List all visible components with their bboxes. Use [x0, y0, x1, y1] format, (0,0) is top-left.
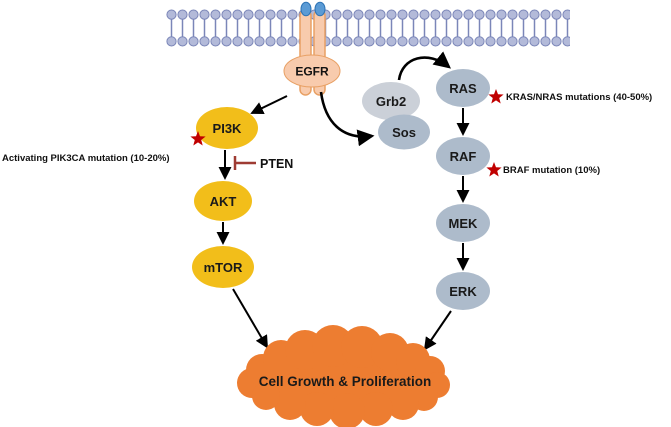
mek-label: MEK [449, 216, 479, 231]
pten-inhibition: PTEN [233, 156, 293, 171]
grb2-label: Grb2 [376, 94, 406, 109]
receptor-label: EGFR [295, 65, 329, 79]
pi3k-ellipse [196, 107, 258, 149]
node-erk: ERK [436, 272, 490, 310]
pten-label: PTEN [260, 157, 293, 171]
egfr-receptor: EGFR [283, 1, 341, 96]
node-mtor: mTOR [192, 246, 254, 288]
ras-ellipse [436, 69, 490, 107]
node-raf: RAF [436, 137, 490, 175]
cell-membrane [166, 9, 570, 47]
node-sos: Sos [378, 114, 430, 150]
receptor-label-ellipse [283, 54, 341, 88]
mtor-label: mTOR [204, 260, 243, 275]
annotation-pik3ca: Activating PIK3CA mutation (10-20%) [2, 153, 170, 164]
node-grb2: Grb2 [362, 82, 420, 120]
annotation-braf: BRAF mutation (10%) [503, 165, 600, 176]
node-mek: MEK [436, 204, 490, 242]
sos-ellipse [378, 114, 430, 150]
outcome-cloud: Cell Growth & Proliferation [237, 325, 450, 427]
mtor-ellipse [192, 246, 254, 288]
raf-ellipse [436, 137, 490, 175]
mek-ellipse [436, 204, 490, 242]
lipid-bilayer [166, 9, 570, 47]
akt-label: AKT [210, 194, 237, 209]
outcome-label: Cell Growth & Proliferation [259, 374, 432, 389]
arrow-egfr-to-pi3k [250, 95, 288, 115]
pi3k-label: PI3K [213, 121, 243, 136]
annotation-kras-nras: KRAS/NRAS mutations (40-50%) [506, 92, 652, 103]
ras-label: RAS [449, 81, 477, 96]
arrow-erk-to-outcome [423, 310, 452, 351]
sos-label: Sos [392, 125, 416, 140]
grb2-ellipse [362, 82, 420, 120]
node-akt: AKT [194, 181, 252, 221]
pten-inhibition-tbar [233, 156, 256, 170]
mutation-star-icon [488, 89, 504, 104]
mutation-star-icon [486, 162, 502, 177]
ligand-icon [300, 1, 312, 17]
ligand-icon [314, 1, 326, 17]
node-pi3k: PI3K [196, 107, 258, 149]
akt-ellipse [194, 181, 252, 221]
arrow-grb2-to-ras [397, 51, 451, 81]
erk-label: ERK [449, 284, 477, 299]
node-ras: RAS [436, 69, 490, 107]
erk-ellipse [436, 272, 490, 310]
raf-label: RAF [450, 149, 477, 164]
arrow-egfr-to-grb2sos [319, 91, 375, 147]
arrow-mtor-to-outcome [232, 288, 268, 349]
